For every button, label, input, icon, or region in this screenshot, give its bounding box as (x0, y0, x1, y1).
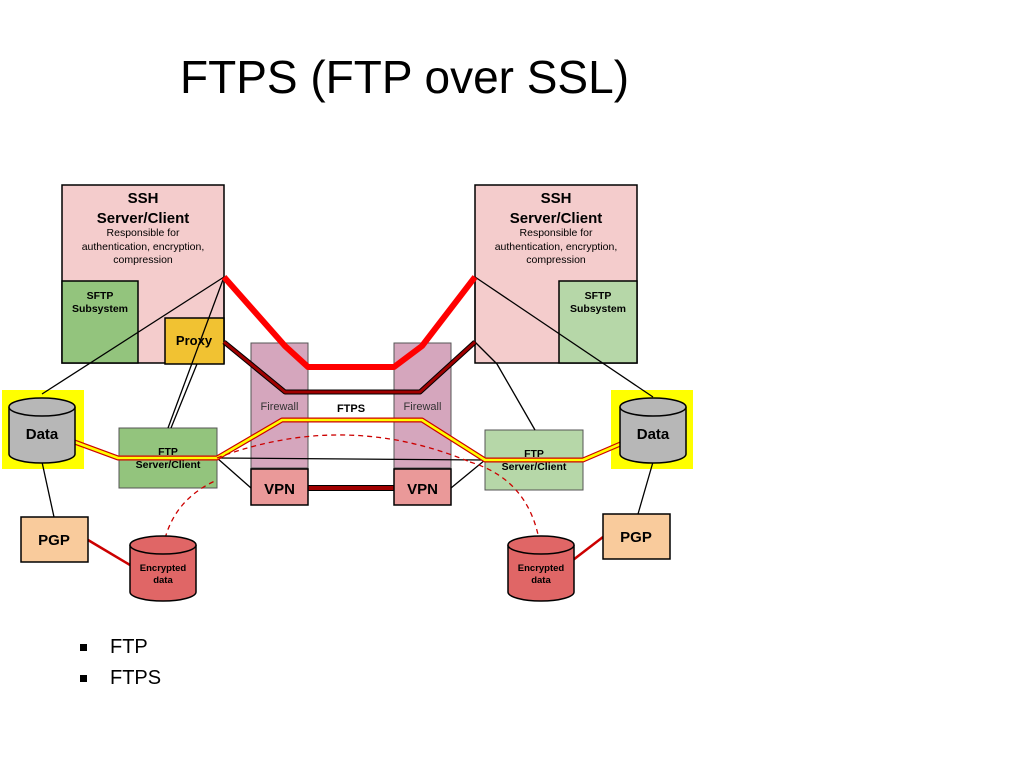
ftp-left-2: Server/Client (136, 459, 201, 471)
encrypted-left-1: Encrypted (140, 563, 187, 574)
pgp-link-left (87, 538, 131, 567)
proxy-label: Proxy (176, 333, 213, 348)
vpn-label-left: VPN (264, 481, 295, 498)
data-label-left: Data (26, 426, 59, 443)
dashed-arc-right (469, 461, 541, 546)
square-bullet-icon (80, 644, 87, 651)
encrypted-left-2: data (153, 575, 173, 586)
ssh-desc-left-1: Responsible for (107, 227, 180, 239)
ssh-desc-left-3: compression (113, 254, 173, 266)
pgp-label-right: PGP (620, 529, 652, 546)
vpn-box-left (250, 468, 309, 506)
sftp-right-1: SFTP (585, 290, 612, 302)
ftps-link (41, 418, 654, 462)
sftp-left-1: SFTP (87, 290, 114, 302)
ssh-desc-right-2: authentication, encryption, (495, 241, 618, 253)
ssh-title-right-2: Server/Client (510, 210, 603, 227)
sftp-subsystem-right (558, 280, 638, 364)
ftp-left-1: FTP (158, 446, 178, 458)
vpn-box-right (393, 468, 452, 506)
ftp-right-1: FTP (524, 448, 544, 460)
pgp-link-right (572, 536, 604, 561)
ssh-desc-right-1: Responsible for (520, 227, 593, 239)
proxy-link (223, 340, 477, 394)
ssh-desc-left-2: authentication, encryption, (82, 241, 205, 253)
sftp-left-2: Subsystem (72, 303, 128, 315)
firewall-label-left: Firewall (261, 401, 299, 413)
ssh-title-left-1: SSH (128, 190, 159, 207)
ssh-title-right-1: SSH (541, 190, 572, 207)
bullet-text: FTP (110, 636, 148, 658)
firewall-label-right: Firewall (404, 401, 442, 413)
bullet-text: FTPS (110, 667, 162, 689)
bullet-item: FTPS (74, 663, 161, 694)
data-cylinder-right (619, 397, 687, 464)
ftp-right-2: Server/Client (502, 461, 567, 473)
encrypted-cylinder-left (129, 535, 197, 602)
sftp-right-2: Subsystem (570, 303, 626, 315)
vpn-label-right: VPN (407, 481, 438, 498)
encrypted-right-2: data (531, 575, 551, 586)
firewall-left (250, 342, 309, 469)
pgp-box-left (20, 516, 89, 563)
pgp-box-right (602, 513, 671, 560)
proxy-box (164, 317, 225, 365)
data-label-right: Data (637, 426, 670, 443)
ftps-label: FTPS (337, 403, 365, 415)
encrypted-right-1: Encrypted (518, 563, 565, 574)
sftp-subsystem-left (61, 280, 139, 364)
slide-title: FTPS (FTP over SSL) (180, 51, 630, 103)
encrypted-cylinder-right (507, 535, 575, 602)
ssh-title-left-2: Server/Client (97, 210, 190, 227)
bullet-item: FTP (74, 632, 161, 663)
bullet-list: FTP FTPS (74, 632, 161, 694)
square-bullet-icon (80, 675, 87, 682)
pgp-label-left: PGP (38, 532, 70, 549)
data-cylinder-left (8, 397, 76, 464)
dashed-arc-middle (216, 434, 471, 463)
ssh-link (221, 275, 478, 370)
ssh-desc-right-3: compression (526, 254, 586, 266)
